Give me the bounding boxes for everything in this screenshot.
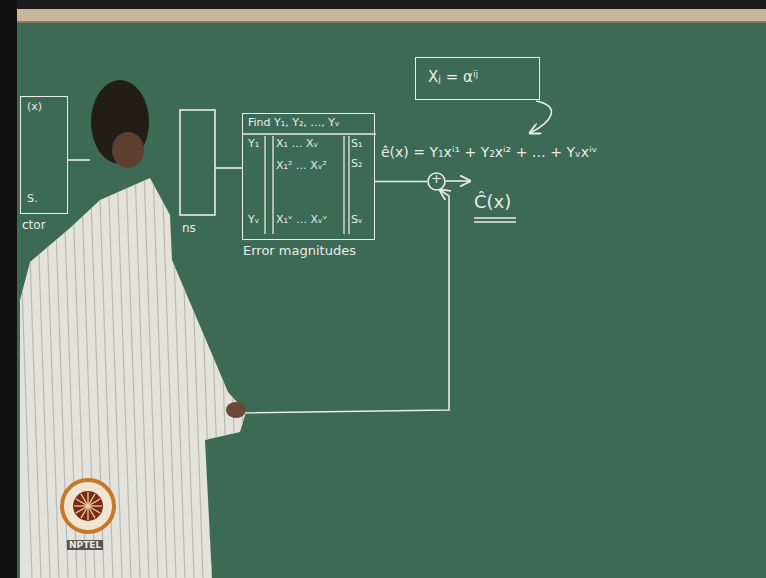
process-box: Find Y₁, Y₂, …, Yᵥ Y₁ Yᵥ X₁ … Xᵥ X₁² … Xᵥ² X₁… [242, 113, 375, 240]
node-text: Y₁ [248, 138, 259, 151]
matrix-line [348, 136, 349, 234]
connector-line [215, 167, 242, 169]
node-text: Find Y₁, Y₂, …, Yᵥ [248, 117, 340, 130]
matrix-line [343, 136, 344, 234]
logo-ray [87, 506, 88, 520]
chalk-label: NPTEL [67, 540, 103, 550]
logo-ray [87, 492, 88, 506]
curved-arrow [530, 101, 551, 133]
logo-rays [74, 492, 102, 520]
process-box: (x) S. [20, 96, 68, 214]
stripe [198, 170, 212, 578]
node-text: X₁ … Xᵥ [276, 138, 318, 151]
stripe [135, 170, 149, 578]
stripe [207, 170, 221, 578]
node-text: (x) [27, 101, 42, 114]
logo-ray [88, 505, 102, 506]
stripe [243, 170, 257, 578]
neck [112, 132, 144, 168]
circle-outline [428, 173, 445, 190]
node-text: Yᵥ [248, 214, 259, 227]
stripe [117, 170, 131, 578]
underline [474, 217, 516, 218]
matrix-line [264, 136, 265, 234]
node-text: Sᵥ [351, 214, 363, 227]
frame-left [0, 0, 17, 578]
underline [474, 221, 516, 222]
frame-top [0, 0, 766, 9]
logo-ring [62, 480, 114, 532]
node-text: Xⱼ = αⁱʲ [428, 69, 478, 86]
lecturer [18, 80, 257, 578]
node-text: S₁ [351, 138, 362, 151]
stripe [162, 170, 176, 578]
logo-core [73, 491, 103, 521]
ledge-edge [0, 21, 766, 23]
connector [375, 181, 427, 183]
stripe [45, 170, 59, 578]
chalk-label: Ĉ(x) [474, 192, 511, 213]
stripe [216, 170, 230, 578]
output-arrow [446, 180, 470, 182]
stripe [144, 170, 158, 578]
locator-box [180, 110, 215, 215]
stripe [234, 170, 248, 578]
chalk-ledge [0, 9, 766, 23]
node-text: S₂ [351, 158, 362, 171]
node-text: + [431, 172, 442, 187]
nptel-logo [62, 480, 114, 532]
node-text: X₁² … Xᵥ² [276, 160, 327, 173]
matrix-line [243, 133, 376, 134]
stripe [153, 170, 167, 578]
chalk-label: ns [182, 222, 196, 236]
stripe [225, 170, 239, 578]
chalk-label: Error magnitudes [243, 244, 356, 259]
node-text: X₁ᵛ … Xᵥᵛ [276, 214, 327, 227]
feedback-line [236, 190, 449, 413]
logo-ray [74, 505, 88, 506]
shirt-stripes [18, 170, 257, 578]
logo-ray [88, 499, 100, 506]
summing-junction: + [427, 172, 446, 191]
chalk-label: ê(x) = Y₁xⁱ¹ + Y₂xⁱ² + … + Yᵥxⁱᵛ [381, 144, 598, 160]
stripe [126, 170, 140, 578]
logo-ray [88, 506, 95, 518]
node-text: S. [27, 193, 37, 206]
chalk-label: ctor [22, 219, 46, 233]
logo-ray [76, 506, 88, 513]
logo-ray [81, 494, 88, 506]
hand [226, 402, 246, 418]
process-box: Xⱼ = αⁱʲ [415, 57, 540, 100]
matrix-line [272, 136, 273, 234]
connector-line [68, 159, 90, 161]
